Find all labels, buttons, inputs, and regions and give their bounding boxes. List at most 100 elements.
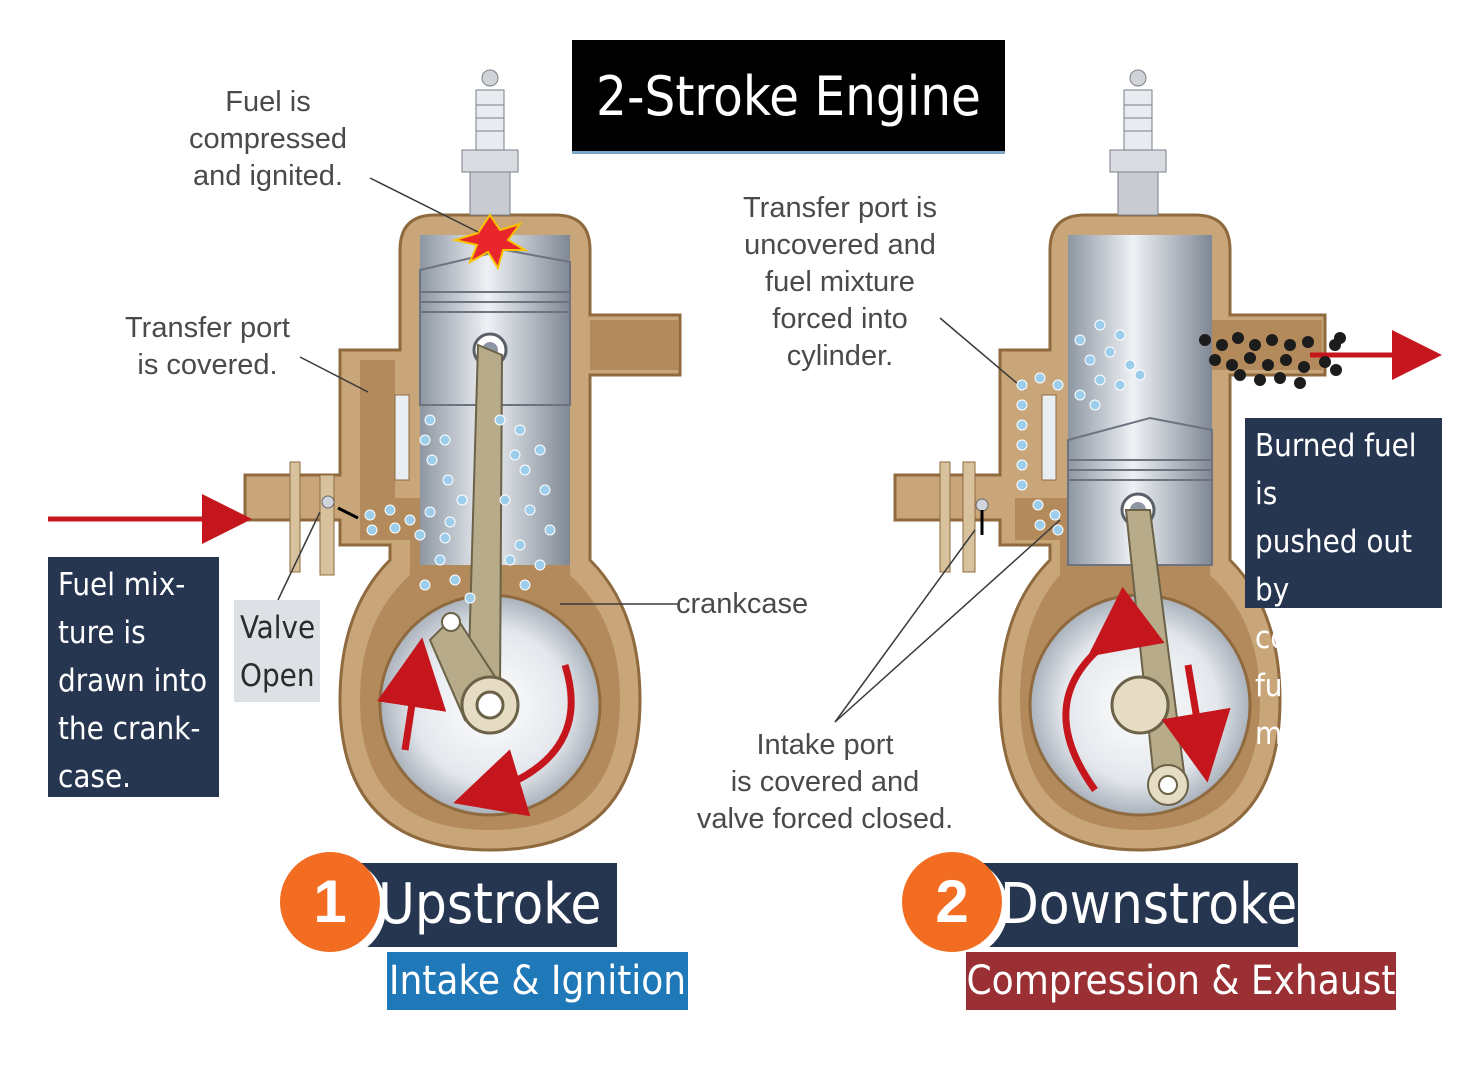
fuel-bubble <box>464 592 476 604</box>
exhaust-particle <box>1232 332 1244 344</box>
fuel-bubble <box>1124 359 1136 371</box>
fuel-bubble <box>424 506 436 518</box>
piston-1 <box>419 248 571 406</box>
exhaust-particle <box>1298 361 1310 373</box>
exhaust-particle <box>1249 339 1261 351</box>
stroke-2-name: Downstroke <box>982 863 1298 947</box>
stroke-1-number: 1 <box>280 852 380 952</box>
fuel-bubble <box>1089 399 1101 411</box>
fuel-bubble <box>456 494 468 506</box>
fuel-bubble <box>1074 389 1086 401</box>
exhaust-particle <box>1209 354 1221 366</box>
spark-plug-1 <box>461 69 519 216</box>
exhaust-particle <box>1254 374 1266 386</box>
fuel-bubble <box>519 464 531 476</box>
fuel-bubble <box>384 504 396 516</box>
fuel-bubble <box>426 454 438 466</box>
fuel-bubble <box>1114 329 1126 341</box>
fuel-bubble <box>404 514 416 526</box>
fuel-bubble <box>439 434 451 446</box>
fuel-bubble <box>434 554 446 566</box>
fuel-bubble <box>1016 379 1028 391</box>
fuel-bubble <box>444 516 456 528</box>
stroke-2-number: 2 <box>902 852 1002 952</box>
fuel-bubble <box>1016 399 1028 411</box>
fuel-bubble <box>1034 519 1046 531</box>
exhaust-particle <box>1262 359 1274 371</box>
fuel-bubble <box>534 444 546 456</box>
ignition-callout: Fuel is compressed and ignited. <box>189 86 347 192</box>
fuel-bubble <box>494 414 506 426</box>
fuel-bubble <box>524 504 536 516</box>
fuel-bubble <box>534 559 546 571</box>
fuel-bubble <box>414 529 426 541</box>
exhaust-particle <box>1319 356 1331 368</box>
valve-open-label: Valve Open <box>234 600 320 702</box>
intake-covered-callout: Intake port is covered and valve forced … <box>696 729 954 835</box>
fuel-bubble <box>424 414 436 426</box>
exhaust-particle <box>1274 372 1286 384</box>
fuel-mixture-2 <box>1016 319 1146 536</box>
fuel-bubble <box>1016 459 1028 471</box>
fuel-bubble <box>439 532 451 544</box>
fuel-bubble <box>389 522 401 534</box>
fuel-bubble <box>419 434 431 446</box>
transfer-covered-callout: Transfer port is covered. <box>125 312 290 381</box>
fuel-mixture-1 <box>364 414 556 604</box>
fuel-bubble <box>1074 334 1086 346</box>
stroke-1-subtitle: Intake & Ignition <box>387 952 688 1010</box>
spark-plug-2 <box>1109 69 1167 216</box>
exhaust-particle <box>1284 339 1296 351</box>
fuel-bubble <box>1034 372 1046 384</box>
engine-1 <box>48 69 682 852</box>
exhaust-particle <box>1234 369 1246 381</box>
engine-2 <box>834 69 1442 852</box>
exhaust-particle <box>1226 359 1238 371</box>
exhaust-particle <box>1199 334 1211 346</box>
exhaust-particle <box>1280 354 1292 366</box>
crankcase-callout: crankcase <box>676 588 809 620</box>
stroke-2-subtitle: Compression & Exhaust <box>966 952 1396 1010</box>
fuel-bubble <box>499 494 511 506</box>
connecting-rod-1 <box>428 343 520 735</box>
exhaust-particle <box>1302 336 1314 348</box>
exhaust-particle <box>1266 334 1278 346</box>
exhaust-particles <box>1199 332 1346 389</box>
fuel-bubble <box>514 424 526 436</box>
exhaust-particle <box>1294 377 1306 389</box>
fuel-bubble <box>1104 346 1116 358</box>
fuel-bubble <box>1094 319 1106 331</box>
ignition-spark-icon <box>451 213 529 271</box>
fuel-bubble <box>1016 419 1028 431</box>
fuel-bubble <box>539 484 551 496</box>
fuel-bubble <box>1052 524 1064 536</box>
fuel-bubble <box>366 524 378 536</box>
fuel-bubble <box>1094 374 1106 386</box>
fuel-bubble <box>419 579 431 591</box>
fuel-bubble <box>1016 439 1028 451</box>
fuel-bubble <box>1016 479 1028 491</box>
transfer-uncovered-callout: Transfer port is uncovered and fuel mixt… <box>743 192 937 372</box>
fuel-bubble <box>1032 499 1044 511</box>
fuel-bubble <box>1114 379 1126 391</box>
fuel-bubble <box>519 579 531 591</box>
exhaust-particle <box>1244 352 1256 364</box>
fuel-bubble <box>1052 379 1064 391</box>
fuel-bubble <box>449 574 461 586</box>
diagram-title: 2-Stroke Engine <box>572 40 1005 154</box>
fuel-bubble <box>1134 369 1146 381</box>
fuel-bubble <box>364 509 376 521</box>
exhaust-particle <box>1216 339 1228 351</box>
fuel-bubble <box>1049 509 1061 521</box>
fuel-bubble <box>544 524 556 536</box>
fuel-bubble <box>1084 354 1096 366</box>
fuel-bubble <box>504 554 516 566</box>
fuel-bubble <box>509 449 521 461</box>
exhaust-particle <box>1330 364 1342 376</box>
fuel-drawn-callout: Fuel mix- ture is drawn into the crank- … <box>48 557 219 797</box>
exhaust-particle <box>1334 332 1346 344</box>
fuel-bubble <box>442 474 454 486</box>
burned-fuel-callout: Burned fuel is pushed out by compressed … <box>1245 418 1442 752</box>
